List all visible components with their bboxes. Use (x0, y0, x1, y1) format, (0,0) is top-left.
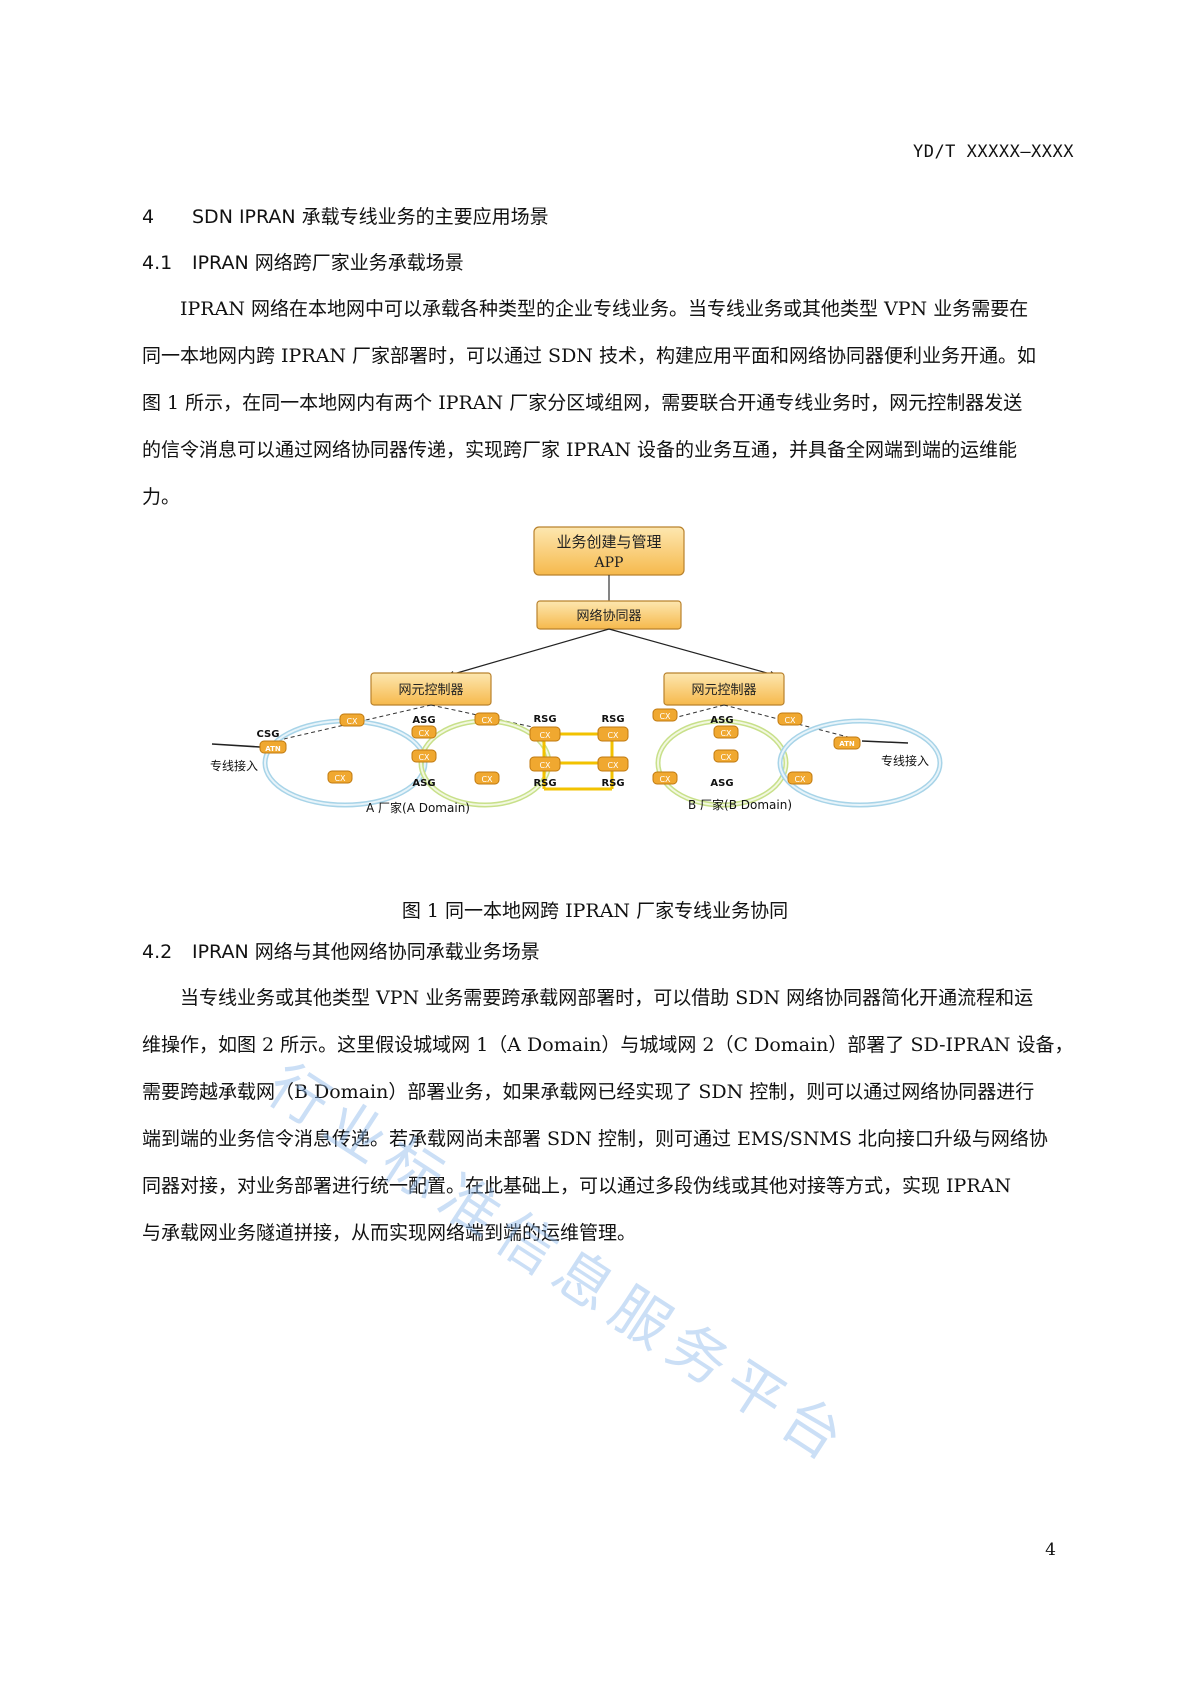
router-node (597, 756, 629, 772)
cx-label: CX (794, 775, 806, 784)
router-nodes (259, 708, 861, 785)
section-4-2-paragraph: 当专线业务或其他类型 VPN 业务需要跨承载网部署时，可以借助 SDN 网络协同… (142, 975, 1086, 1257)
cx-label: CX (720, 729, 732, 738)
router-node (833, 736, 861, 750)
cx-label: CX (607, 731, 619, 740)
router-node (713, 749, 739, 763)
domain-b-label: B 厂家(B Domain) (688, 797, 792, 812)
router-node (474, 712, 500, 726)
router-node (787, 771, 813, 785)
cx-label: CX (720, 753, 732, 762)
paragraph-line: 端到端的业务信令消息传递。若承载网尚未部署 SDN 控制，则可通过 EMS/SN… (142, 1128, 1048, 1150)
rsg-label: RSG (533, 714, 556, 725)
paragraph-line: 同器对接，对业务部署进行统一配置。在此基础上，可以通过多段伪线或其他对接等方式，… (142, 1175, 1011, 1197)
atn-label-left: ATN (265, 745, 281, 753)
rsg-label: RSG (601, 714, 624, 725)
router-node (339, 713, 365, 727)
paragraph-line: 同一本地网内跨 IPRAN 厂家部署时，可以通过 SDN 技术，构建应用平面和网… (142, 345, 1036, 367)
domain-a-label: A 厂家(A Domain) (366, 800, 470, 815)
router-node (652, 708, 678, 722)
controller-right-box: 网元控制器 (663, 672, 785, 706)
access-line-left (211, 743, 261, 748)
cx-label: CX (607, 761, 619, 770)
paragraph-line: 图 1 所示，在同一本地网内有两个 IPRAN 厂家分区域组网，需要联合开通专线… (142, 392, 1023, 414)
router-node (713, 725, 739, 739)
app-box: 业务创建与管理 APP (533, 526, 685, 576)
controller-right-label: 网元控制器 (691, 683, 756, 698)
paragraph-line: 与承载网业务隧道拼接，从而实现网络端到端的运维管理。 (142, 1222, 637, 1244)
router-node (777, 712, 803, 726)
arrow-right (608, 628, 775, 676)
cx-label: CX (334, 774, 346, 783)
atn-label-right: ATN (839, 740, 855, 748)
router-node (474, 771, 500, 785)
asg-label: ASG (412, 715, 435, 726)
section-title: SDN IPRAN 承载专线业务的主要应用场景 (192, 206, 549, 228)
cx-label: CX (659, 775, 671, 784)
section-title: IPRAN 网络跨厂家业务承载场景 (192, 252, 464, 274)
section-4-2-heading: 4.2 IPRAN 网络与其他网络协同承载业务场景 (142, 937, 540, 964)
asg-label: ASG (710, 778, 733, 789)
router-node (529, 756, 561, 772)
app-box-line1: 业务创建与管理 (556, 533, 661, 551)
paragraph-line: 维操作，如图 2 所示。这里假设城域网 1（A Domain）与城域网 2（C … (142, 1034, 1074, 1056)
router-node (411, 749, 437, 763)
orchestrator-box: 网络协同器 (536, 600, 682, 630)
router-node (652, 771, 678, 785)
section-4-heading: 4 SDN IPRAN 承载专线业务的主要应用场景 (142, 202, 549, 229)
node-labels: CSG ATN ATN ASG ASG RSG RSG RSG RSG ASG … (257, 714, 855, 789)
csg-label: CSG (257, 729, 280, 740)
cx-labels: CX CX CX CX CX CX CX CX CX CX CX CX CX C… (334, 712, 806, 784)
orchestrator-label: 网络协同器 (576, 608, 641, 624)
section-4-1-paragraph: IPRAN 网络在本地网中可以承载各种类型的企业专线业务。当专线业务或其他类型 … (142, 286, 1086, 521)
router-node (529, 726, 561, 742)
asg-label: ASG (412, 778, 435, 789)
page-number: 4 (1045, 1540, 1056, 1560)
router-node (597, 726, 629, 742)
arrow-left (449, 628, 610, 676)
paragraph-line: IPRAN 网络在本地网中可以承载各种类型的企业专线业务。当专线业务或其他类型 … (142, 298, 1029, 320)
cx-label: CX (481, 775, 493, 784)
cx-label: CX (418, 729, 430, 738)
paragraph-line: 的信令消息可以通过网络协同器传递，实现跨厂家 IPRAN 设备的业务互通，并具备… (142, 439, 1018, 461)
paragraph-line: 力。 (142, 486, 181, 508)
cx-label: CX (539, 731, 551, 740)
router-node (327, 770, 353, 784)
cx-label: CX (346, 717, 358, 726)
section-4-1-heading: 4.1 IPRAN 网络跨厂家业务承载场景 (142, 248, 464, 275)
asg-label: ASG (710, 715, 733, 726)
section-number: 4.1 (142, 252, 173, 274)
cx-label: CX (784, 716, 796, 725)
cx-label: CX (539, 761, 551, 770)
access-right-label: 专线接入 (881, 753, 929, 768)
figure-1-diagram: 业务创建与管理 APP 网络协同器 网元控制器 网元控制器 (210, 526, 943, 815)
section-number: 4 (142, 206, 155, 228)
section-title: IPRAN 网络与其他网络协同承载业务场景 (192, 941, 540, 963)
rsg-label: RSG (533, 778, 556, 789)
paragraph-line: 当专线业务或其他类型 VPN 业务需要跨承载网部署时，可以借助 SDN 网络协同… (142, 987, 1034, 1009)
figure-1-caption: 图 1 同一本地网跨 IPRAN 厂家专线业务协同 (401, 900, 789, 922)
controller-left-label: 网元控制器 (398, 683, 463, 698)
rsg-label: RSG (601, 778, 624, 789)
cx-label: CX (659, 712, 671, 721)
router-node (411, 725, 437, 739)
router-node (259, 740, 287, 754)
paragraph-line: 需要跨越承载网（B Domain）部署业务，如果承载网已经实现了 SDN 控制，… (142, 1081, 1035, 1103)
document-id-header: YD/T XXXXX—XXXX (912, 142, 1074, 162)
access-left-label: 专线接入 (210, 758, 258, 773)
cx-label: CX (418, 753, 430, 762)
section-number: 4.2 (142, 941, 173, 963)
access-line-right (861, 740, 909, 744)
app-box-line2: APP (594, 555, 624, 571)
cx-label: CX (481, 716, 493, 725)
controller-left-box: 网元控制器 (370, 672, 492, 706)
